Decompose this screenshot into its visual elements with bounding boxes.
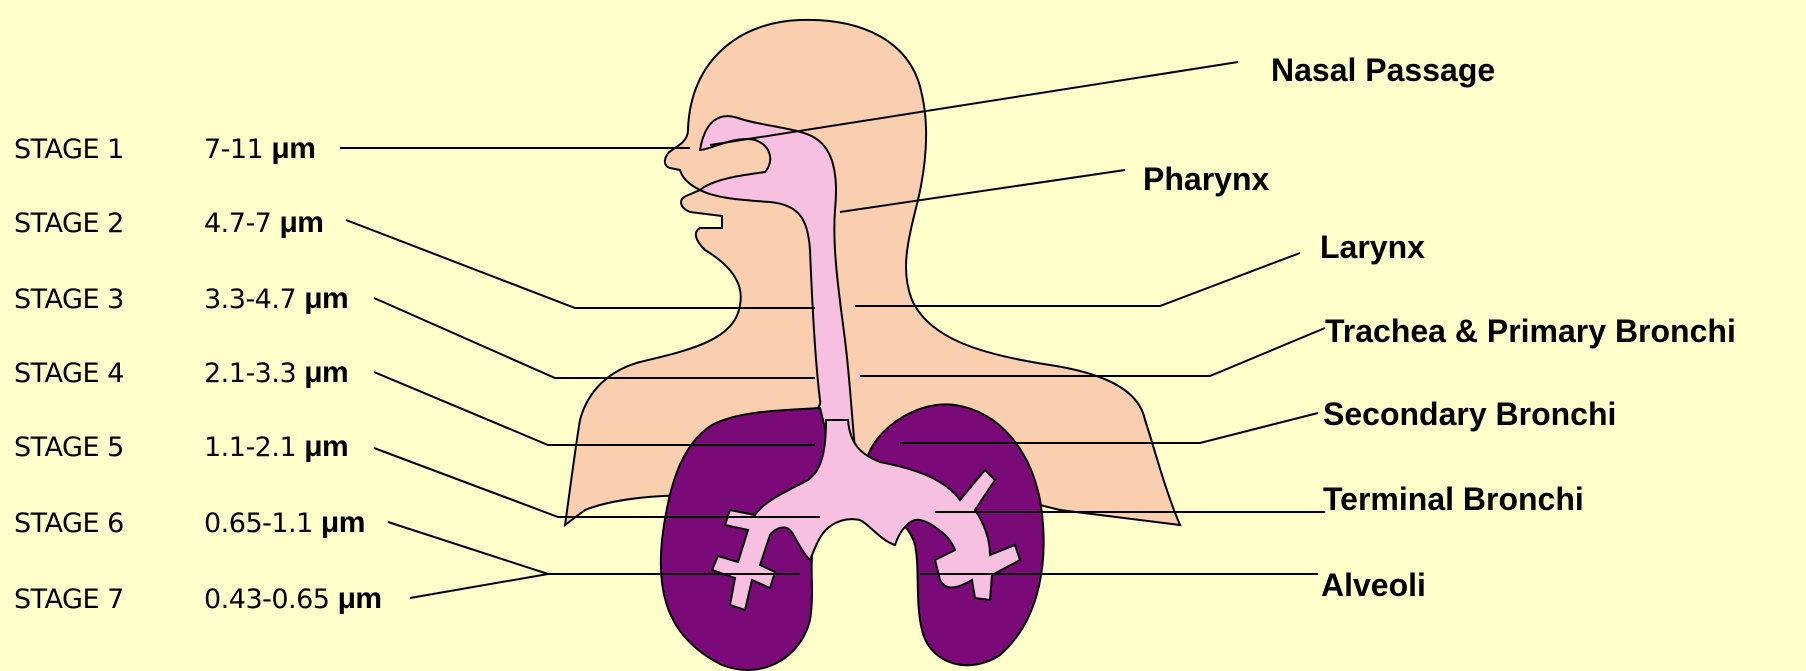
region-label-pharynx: Pharynx <box>1143 161 1269 197</box>
stage-3-label: STAGE 3 <box>14 284 124 315</box>
stage-1-size: 7-11 μm <box>204 132 315 165</box>
larynx-leader <box>855 253 1300 306</box>
region-label-larynx: Larynx <box>1320 229 1425 265</box>
stage-2-size-value: 4.7-7 <box>204 208 279 239</box>
stage-1-size-value: 7-11 <box>204 134 271 165</box>
stage-2-unit: μm <box>279 206 323 239</box>
stage-6-unit: μm <box>321 506 365 539</box>
stage-7-label: STAGE 7 <box>14 584 124 615</box>
stage-6-size: 0.65-1.1 μm <box>204 506 365 539</box>
stage-6-leader <box>388 522 548 574</box>
stage-6-size-value: 0.65-1.1 <box>204 508 321 539</box>
stage-1-label: STAGE 1 <box>14 134 124 165</box>
region-label-alveoli: Alveoli <box>1321 567 1426 603</box>
region-label-trachea: Trachea & Primary Bronchi <box>1325 313 1736 349</box>
stage-3-unit: μm <box>304 282 348 315</box>
stage-2-label: STAGE 2 <box>14 208 124 239</box>
stage-5-unit: μm <box>304 430 348 463</box>
stage-4-label: STAGE 4 <box>14 358 124 389</box>
stage-7-size-value: 0.43-0.65 <box>204 584 338 615</box>
stage-5-label: STAGE 5 <box>14 432 124 463</box>
stage-1-unit: μm <box>271 132 315 165</box>
region-label-nasal-passage: Nasal Passage <box>1271 52 1495 88</box>
stage-5-size-value: 1.1-2.1 <box>204 432 304 463</box>
stage-7-size: 0.43-0.65 μm <box>204 582 382 615</box>
stage-4-size-value: 2.1-3.3 <box>204 358 304 389</box>
stage-3-size-value: 3.3-4.7 <box>204 284 304 315</box>
stage-2-size: 4.7-7 μm <box>204 206 323 239</box>
stage-3-size: 3.3-4.7 μm <box>204 282 348 315</box>
stage-4-unit: μm <box>304 356 348 389</box>
stage-4-size: 2.1-3.3 μm <box>204 356 348 389</box>
region-label-terminal-bronchi: Terminal Bronchi <box>1323 481 1584 517</box>
stage-7-unit: μm <box>338 582 382 615</box>
stage-6-label: STAGE 6 <box>14 508 124 539</box>
region-label-secondary-bronchi: Secondary Bronchi <box>1323 396 1616 432</box>
stage-5-size: 1.1-2.1 μm <box>204 430 348 463</box>
